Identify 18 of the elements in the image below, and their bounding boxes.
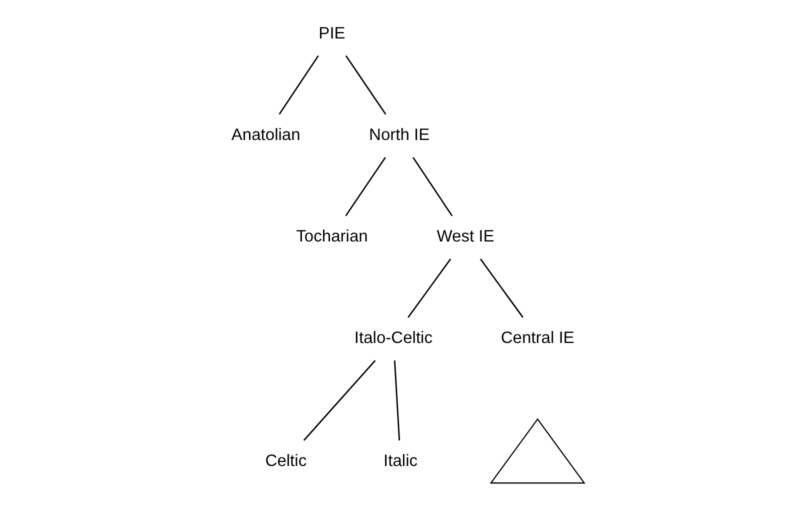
- connector: [344, 55, 386, 115]
- connector: [344, 156, 386, 216]
- node-text: Tocharian: [296, 226, 368, 246]
- node-text: North IE: [368, 124, 430, 144]
- connector: [407, 258, 451, 318]
- node-text: Central IE: [500, 328, 574, 348]
- node-text: Celtic: [264, 451, 306, 470]
- connector: [302, 360, 376, 441]
- connector: [479, 258, 524, 318]
- node-triangle: [489, 418, 585, 484]
- node-text: West IE: [436, 226, 494, 246]
- node-text: PIE: [318, 23, 345, 42]
- connector: [412, 156, 452, 216]
- connector: [278, 55, 318, 115]
- node-text: Italo-Celtic: [354, 328, 432, 348]
- node-text: Italic: [383, 451, 418, 470]
- node-text: Anatolian: [230, 124, 300, 144]
- connector: [393, 360, 400, 440]
